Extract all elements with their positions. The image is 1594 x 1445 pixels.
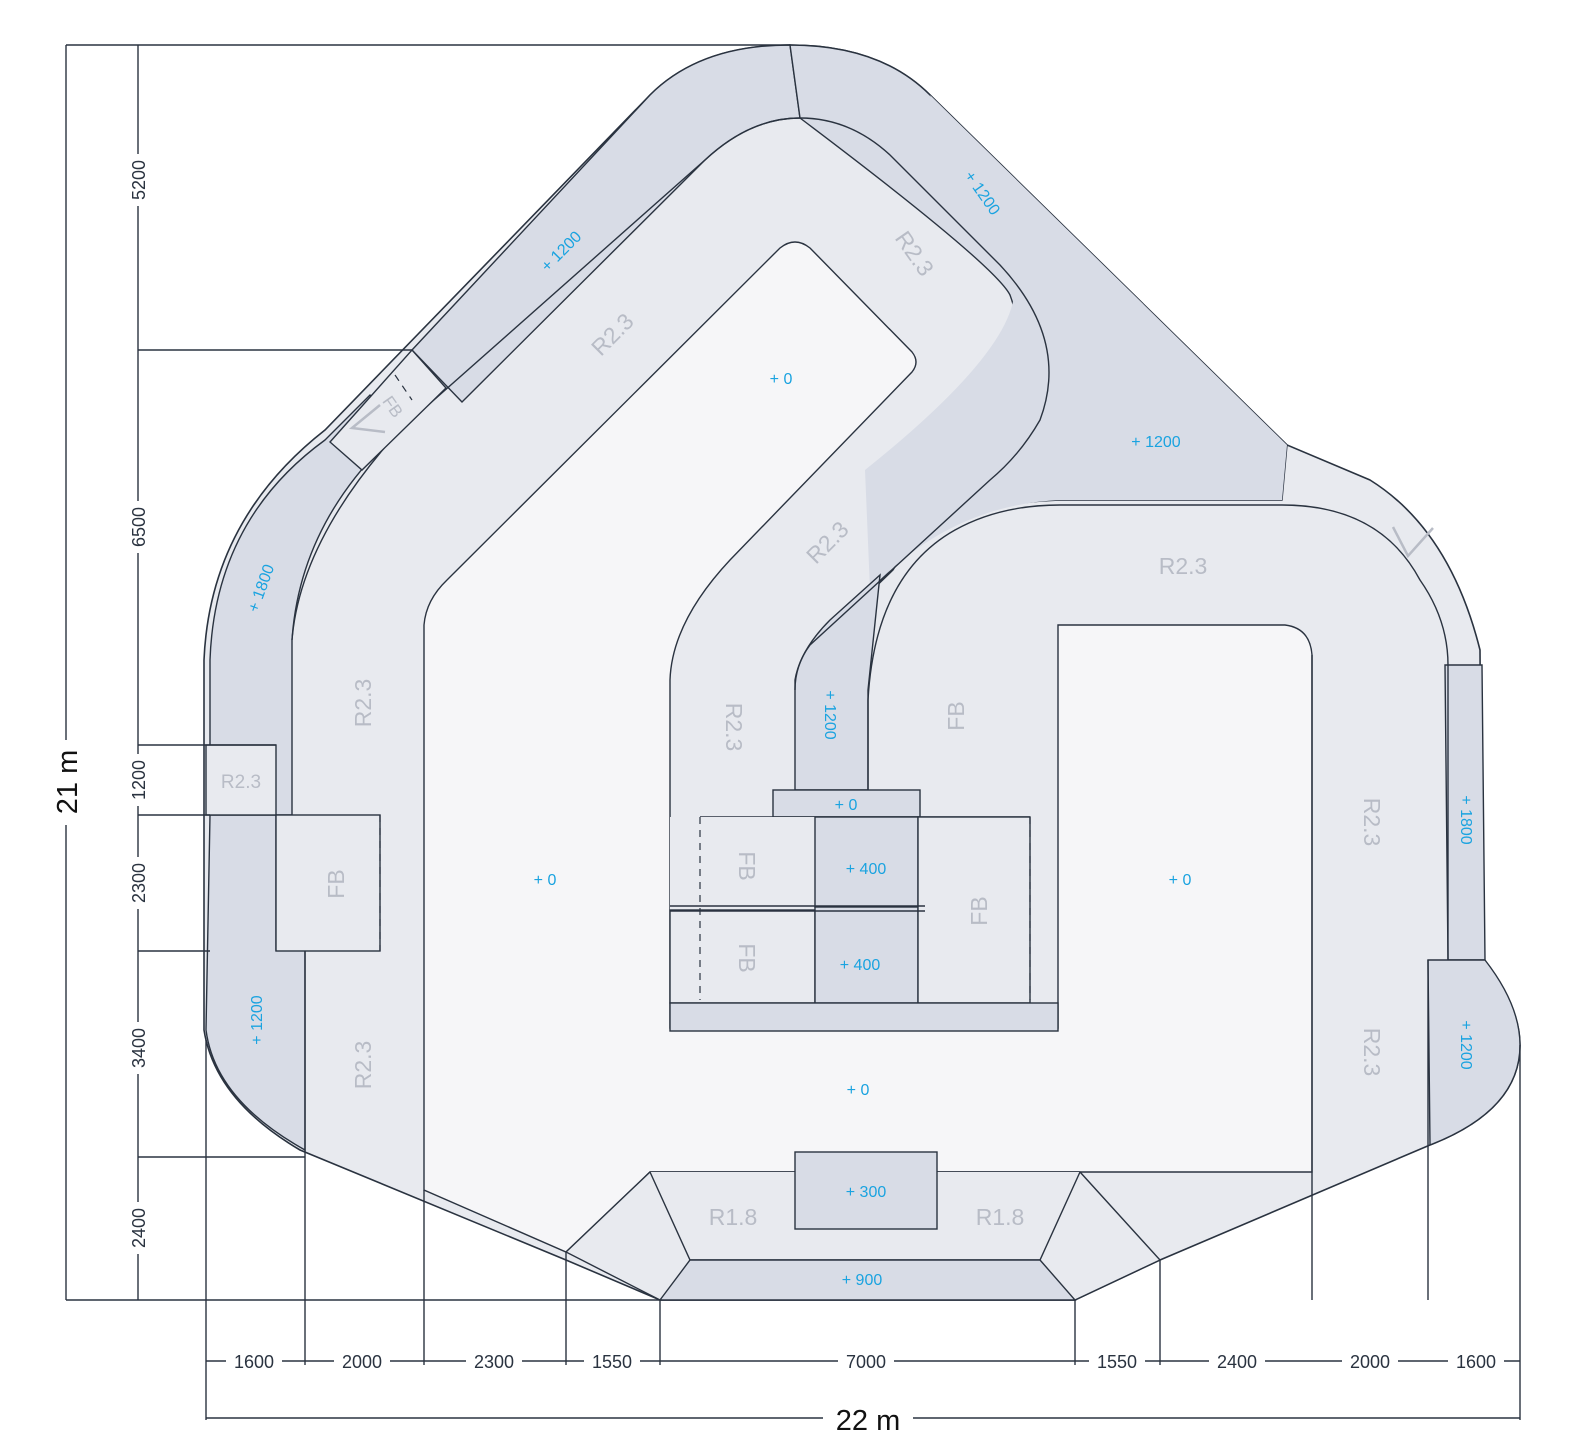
height-label: + 1200	[1457, 1020, 1474, 1069]
deck-top-right-b	[865, 95, 1287, 590]
center-bottom-strip	[669, 1002, 1059, 1032]
overall-height: 21 m	[52, 750, 84, 814]
zone-label: R2.3	[221, 772, 261, 793]
height-label: + 1800	[1457, 795, 1474, 844]
dimension-value: 1600	[1456, 1352, 1496, 1372]
dimension-value: 2300	[474, 1352, 514, 1372]
height-label: + 0	[534, 872, 557, 889]
bottom-deck	[658, 1259, 1077, 1301]
zone-label: R1.8	[976, 1204, 1025, 1230]
height-label: + 0	[835, 797, 858, 814]
dims-left: 5200 6500 1200 2300 3400 2400	[127, 154, 149, 1254]
dimension-value: 1550	[1097, 1352, 1137, 1372]
dimension-value: 2000	[1350, 1352, 1390, 1372]
center-deck-lower	[814, 906, 919, 1004]
height-label: + 0	[770, 371, 793, 388]
dimension-value: 2000	[342, 1352, 382, 1372]
chevron-left-icon	[348, 404, 386, 434]
zone-label: R2.3	[1159, 553, 1208, 579]
height-label: + 400	[846, 861, 887, 878]
center-fb-box1	[670, 817, 815, 910]
height-label: + 1200	[821, 690, 838, 739]
zone-label: R2.3	[350, 1041, 376, 1090]
r23-left-box	[205, 744, 277, 816]
height-label: + 0	[1169, 872, 1192, 889]
dimension-value: 2400	[1217, 1352, 1257, 1372]
chevron-right-icon	[1391, 526, 1434, 559]
zone-label: R2.3	[350, 679, 376, 728]
zone-label: FB	[943, 701, 969, 730]
height-label: + 0	[847, 1082, 870, 1099]
height-label: + 1200	[249, 995, 266, 1044]
zone-label: FB	[734, 943, 760, 972]
zone-label: FB	[966, 896, 992, 925]
height-label: + 300	[846, 1184, 887, 1201]
dimension-value: 2400	[129, 1208, 149, 1248]
height-label: + 400	[840, 957, 881, 974]
center-fb-box3	[917, 816, 1031, 1004]
zone-label: R1.8	[709, 1204, 758, 1230]
zone-label: R2.3	[1359, 1028, 1385, 1077]
bottom-box	[794, 1151, 938, 1230]
center-top-step	[772, 789, 921, 818]
dimension-value: 3400	[129, 1028, 149, 1068]
overall-width: 22 m	[836, 1405, 900, 1437]
dimension-value: 2300	[129, 863, 149, 903]
dimension-value: 1200	[129, 760, 149, 800]
zone-label: FB	[323, 869, 349, 898]
center-fb-box2	[669, 909, 816, 1004]
dimension-value: 5200	[129, 160, 149, 200]
dimension-value: 7000	[846, 1352, 886, 1372]
height-label: + 1200	[1131, 434, 1180, 451]
zone-label: R2.3	[1359, 798, 1385, 847]
infield-main	[423, 241, 1313, 1253]
zone-label: FB	[734, 851, 760, 880]
dimension-value: 1550	[592, 1352, 632, 1372]
dimension-value: 6500	[129, 507, 149, 547]
inner-left-band	[291, 117, 1050, 691]
zone-label: R2.3	[721, 703, 747, 752]
dimension-value: 1600	[234, 1352, 274, 1372]
fb-topleft-box	[329, 348, 447, 471]
inner-right-band	[867, 504, 1449, 960]
height-label: + 900	[842, 1272, 883, 1289]
dims-bottom: 1600 2000 2300 1550 7000 1550 2400 2000 1600	[226, 1350, 1504, 1372]
